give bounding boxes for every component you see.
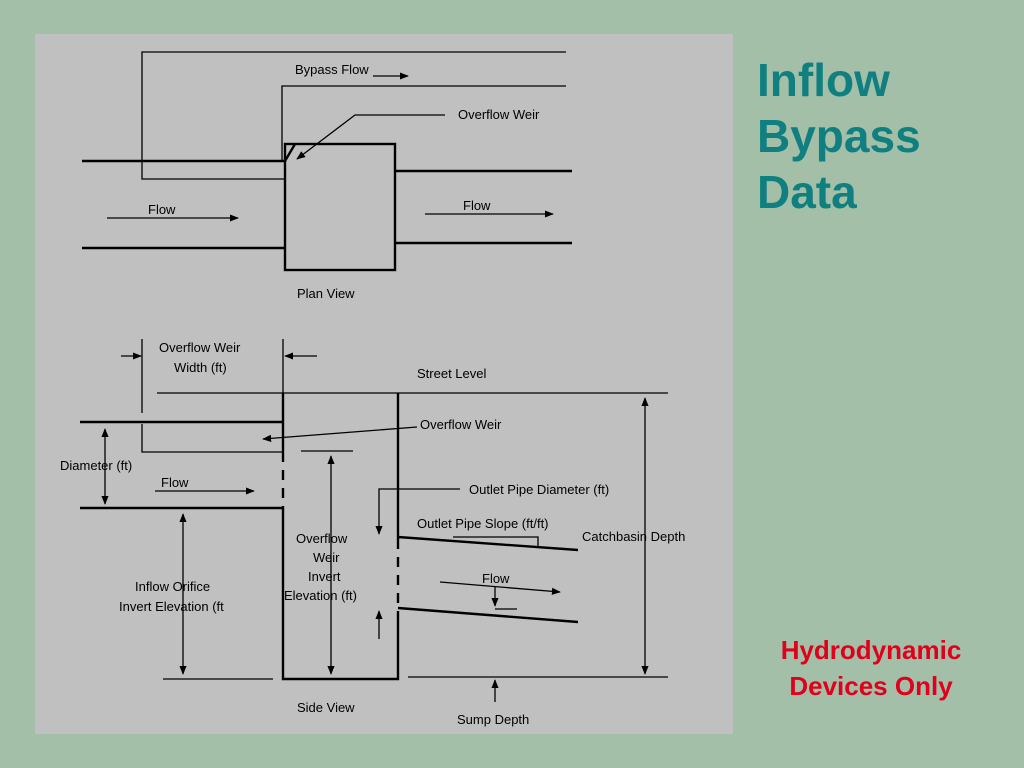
label-sump-depth: Sump Depth — [457, 712, 529, 727]
hydrodynamic-note: Hydrodynamic Devices Only — [740, 632, 1002, 704]
label-street-level: Street Level — [417, 366, 486, 381]
label-bypass-flow: Bypass Flow — [295, 62, 369, 77]
note-line-1: Hydrodynamic — [780, 635, 962, 665]
note-line-2: Devices Only — [789, 671, 953, 701]
bypass-inner-path — [281, 85, 566, 160]
label-weir-invert-1: Overflow — [296, 531, 348, 546]
label-plan-view: Plan View — [297, 286, 355, 301]
label-weir-width-2: Width (ft) — [174, 360, 227, 375]
title-line-inflow: Inflow — [757, 54, 890, 106]
plan-inlet-pipe-top — [82, 143, 297, 163]
label-weir-invert-3: Invert — [308, 569, 341, 584]
label-side-flow-in: Flow — [161, 475, 189, 490]
label-plan-flow-out: Flow — [463, 198, 491, 213]
bypass-outer-path — [141, 51, 566, 180]
outlet-pipe-top — [397, 535, 579, 552]
weir-leader-arrow — [296, 114, 445, 160]
label-inflow-orifice-2: Invert Elevation (ft — [119, 599, 224, 614]
label-catchbasin-depth: Catchbasin Depth — [582, 529, 685, 544]
outlet-pipe-bottom — [397, 606, 579, 624]
label-weir-invert-4: Elevation (ft) — [284, 588, 357, 603]
side-weir-leader-arrow — [262, 426, 418, 442]
bypass-diagram: Bypass Flow Overflow Weir Flow Flow Plan… — [60, 51, 685, 727]
label-weir-width-1: Overflow Weir — [159, 340, 241, 355]
diagram-panel: Bypass Flow Overflow Weir Flow Flow Plan… — [35, 34, 733, 734]
basin-floor — [281, 508, 400, 681]
label-side-view: Side View — [297, 700, 355, 715]
side-view: Overflow Weir Width (ft) Street Level Di… — [60, 339, 685, 727]
title-line-data: Data — [757, 166, 857, 218]
outlet-diameter-arrow-top — [375, 488, 460, 535]
label-plan-overflow-weir: Overflow Weir — [458, 107, 540, 122]
label-outlet-slope: Outlet Pipe Slope (ft/ft) — [417, 516, 549, 531]
side-outflow-arrow — [439, 581, 561, 595]
label-inflow-orifice-1: Inflow Orifice — [135, 579, 210, 594]
label-diameter: Diameter (ft) — [60, 458, 132, 473]
plan-catchbasin — [283, 142, 397, 272]
label-outlet-diameter: Outlet Pipe Diameter (ft) — [469, 482, 609, 497]
label-weir-invert-2: Weir — [313, 550, 340, 565]
label-plan-flow-in: Flow — [148, 202, 176, 217]
label-side-overflow-weir: Overflow Weir — [420, 417, 502, 432]
outlet-slope-leader — [453, 536, 539, 546]
label-side-flow-out: Flow — [482, 571, 510, 586]
weir-crest-line — [141, 424, 283, 453]
plan-view: Bypass Flow Overflow Weir Flow Flow Plan… — [82, 51, 572, 301]
title-line-bypass: Bypass — [757, 110, 921, 162]
slide-title: Inflow Bypass Data — [757, 52, 921, 220]
